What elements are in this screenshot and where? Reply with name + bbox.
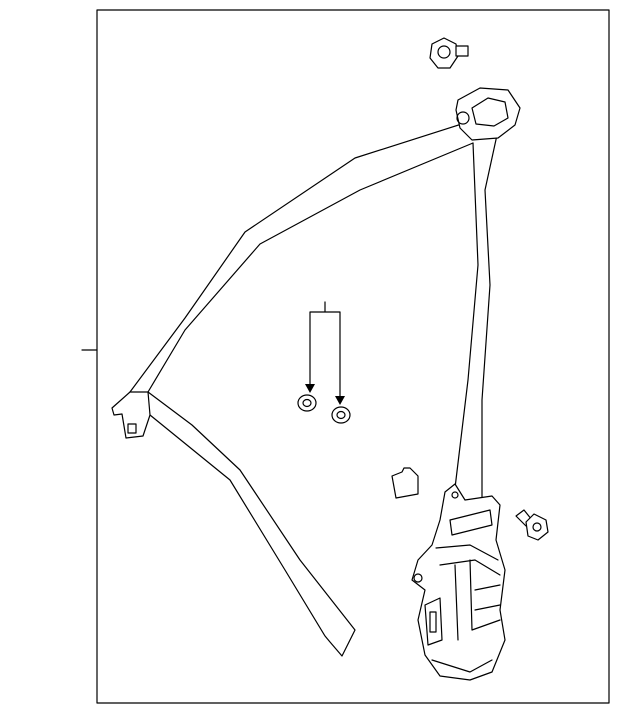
anchor-bolt (429, 37, 469, 69)
seat-belt-webbing (129, 121, 498, 657)
retractor (411, 483, 506, 681)
belt-tongue (111, 391, 151, 439)
upper-anchor (455, 87, 521, 141)
retractor-bolt (515, 509, 549, 541)
cover-clip (391, 467, 419, 499)
diagram-frame (96, 9, 610, 704)
grommet-callout (297, 301, 351, 424)
